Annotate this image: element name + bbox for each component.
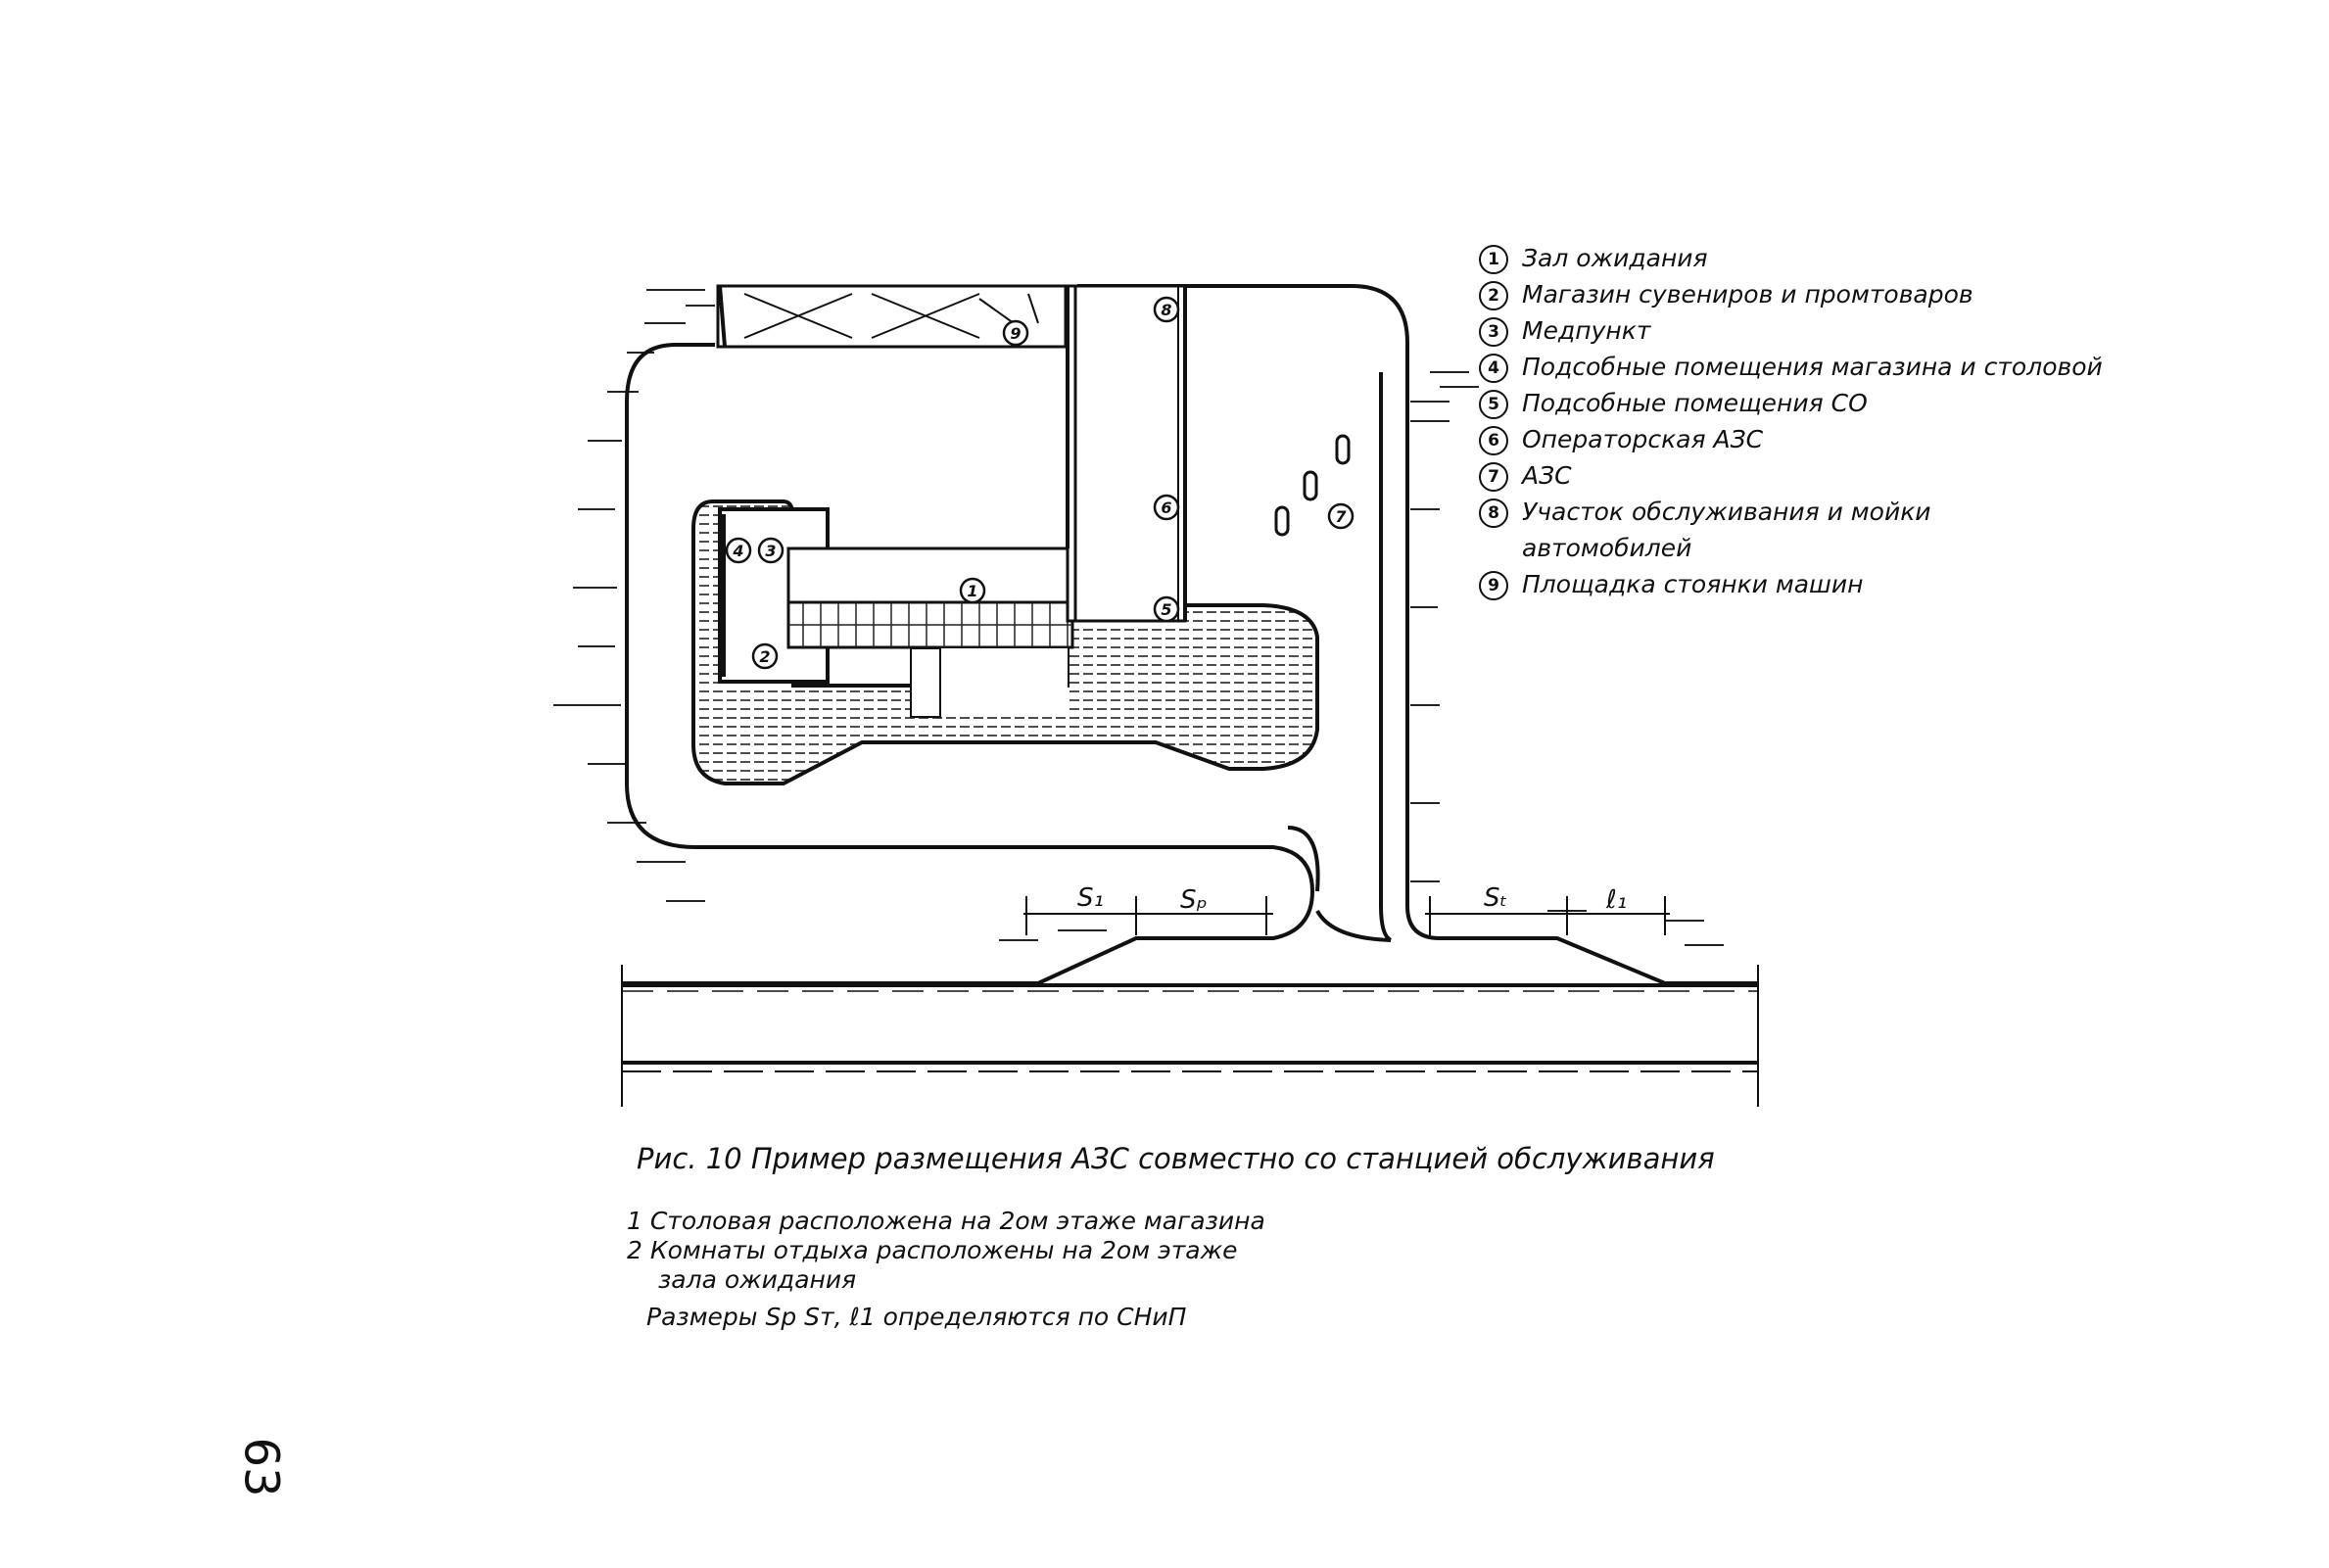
svg-text:5: 5 bbox=[1161, 600, 1171, 619]
main-road bbox=[621, 965, 1759, 1107]
driveway-stem bbox=[1287, 826, 1320, 892]
note-2: 2 Комнаты отдыха расположены на 2ом этаж… bbox=[627, 1236, 1238, 1264]
legend-item: 6 Операторская АЗС bbox=[1479, 421, 2027, 457]
plan-marker-6: 6 bbox=[1153, 494, 1180, 521]
plan-marker-5: 5 bbox=[1153, 595, 1180, 623]
plan-marker-3: 3 bbox=[757, 537, 784, 564]
legend-item: 9 Площадка стоянки машин bbox=[1479, 566, 2027, 602]
dim-sp: Sₚ bbox=[1180, 885, 1208, 915]
fuel-islands bbox=[1274, 434, 1351, 537]
note-2-continued: зала ожидания bbox=[658, 1265, 857, 1294]
legend-label-continued: автомобилей bbox=[1522, 534, 1692, 562]
plan-marker-9: 9 bbox=[1002, 319, 1029, 347]
legend-item: 1 Зал ожидания bbox=[1479, 240, 2027, 276]
legend-number: 8 bbox=[1479, 499, 1508, 528]
figure-caption: Рис. 10 Пример размещения АЗС совместно … bbox=[637, 1142, 1715, 1175]
legend-label: Участок обслуживания и мойки bbox=[1522, 498, 1931, 526]
legend-label: Подсобные помещения СО bbox=[1522, 389, 1868, 417]
notes: 1 Столовая расположена на 2ом этаже мага… bbox=[627, 1207, 1265, 1332]
svg-text:7: 7 bbox=[1335, 507, 1347, 526]
legend-item: 4 Подсобные помещения магазина и столовой bbox=[1479, 349, 2103, 385]
plan-marker-7: 7 bbox=[1327, 502, 1355, 530]
legend-label: Магазин сувениров и промтоваров bbox=[1522, 280, 1973, 309]
legend-label: АЗС bbox=[1522, 461, 1572, 490]
plan-marker-2: 2 bbox=[751, 642, 779, 670]
dim-l1: ℓ₁ bbox=[1605, 885, 1627, 915]
parking-area bbox=[716, 284, 1068, 349]
svg-text:6: 6 bbox=[1161, 499, 1171, 517]
legend-item: 7 АЗС bbox=[1479, 457, 2027, 494]
dimension-labels: S₁ Sₚ Sₜ ℓ₁ bbox=[1077, 883, 1627, 915]
legend-item: 8 Участок обслуживания и мойки bbox=[1479, 494, 2027, 530]
tiled-strip bbox=[786, 600, 1074, 649]
legend-label: Медпункт bbox=[1522, 316, 1651, 345]
svg-text:9: 9 bbox=[1010, 324, 1021, 343]
legend-label: Подсобные помещения магазина и столовой bbox=[1522, 353, 2103, 381]
legend-number: 7 bbox=[1479, 462, 1508, 492]
legend: 1 Зал ожидания 2 Магазин сувениров и промто… bbox=[1479, 240, 2103, 602]
driveway-outer bbox=[622, 343, 1315, 985]
legend-number: 3 bbox=[1479, 317, 1508, 347]
legend-number: 9 bbox=[1479, 571, 1508, 600]
plan-marker-8: 8 bbox=[1153, 296, 1180, 323]
stem-curve bbox=[1315, 909, 1392, 942]
legend-number: 6 bbox=[1479, 426, 1508, 455]
svg-text:1: 1 bbox=[967, 582, 977, 600]
legend-number: 1 bbox=[1479, 245, 1508, 274]
svg-text:8: 8 bbox=[1161, 301, 1171, 319]
driveway-right bbox=[1077, 284, 1758, 985]
plan-markers: 1 2 3 4 5 6 7 8 9 bbox=[725, 296, 1355, 670]
plan-marker-4: 4 bbox=[725, 537, 752, 564]
dimension-lines bbox=[1023, 896, 1670, 935]
legend-label: Зал ожидания bbox=[1522, 244, 1708, 272]
svg-text:4: 4 bbox=[732, 542, 743, 560]
ground-hatching bbox=[553, 289, 1724, 946]
plan-marker-1: 1 bbox=[959, 577, 986, 604]
note-3: Размеры Sp Sт, ℓ1 определяются по СНиП bbox=[646, 1303, 1187, 1331]
legend-item: 2 Магазин сувениров и промтоваров bbox=[1479, 276, 2027, 312]
page-number: 63 bbox=[233, 1437, 289, 1497]
legend-item: 3 Медпункт bbox=[1479, 312, 2027, 349]
legend-number: 5 bbox=[1479, 390, 1508, 419]
legend-item: 5 Подсобные помещения СО bbox=[1479, 385, 2027, 421]
legend-label: Площадка стоянки машин bbox=[1522, 570, 1864, 598]
legend-label: Операторская АЗС bbox=[1522, 425, 1764, 453]
legend-number: 2 bbox=[1479, 281, 1508, 310]
svg-text:3: 3 bbox=[765, 542, 776, 560]
svg-text:2: 2 bbox=[759, 647, 770, 666]
note-1: 1 Столовая расположена на 2ом этаже мага… bbox=[627, 1207, 1265, 1235]
dim-s1: S₁ bbox=[1077, 883, 1104, 913]
driveway-inner bbox=[1379, 372, 1393, 942]
legend-number: 4 bbox=[1479, 354, 1508, 383]
dim-st: Sₜ bbox=[1484, 883, 1507, 913]
